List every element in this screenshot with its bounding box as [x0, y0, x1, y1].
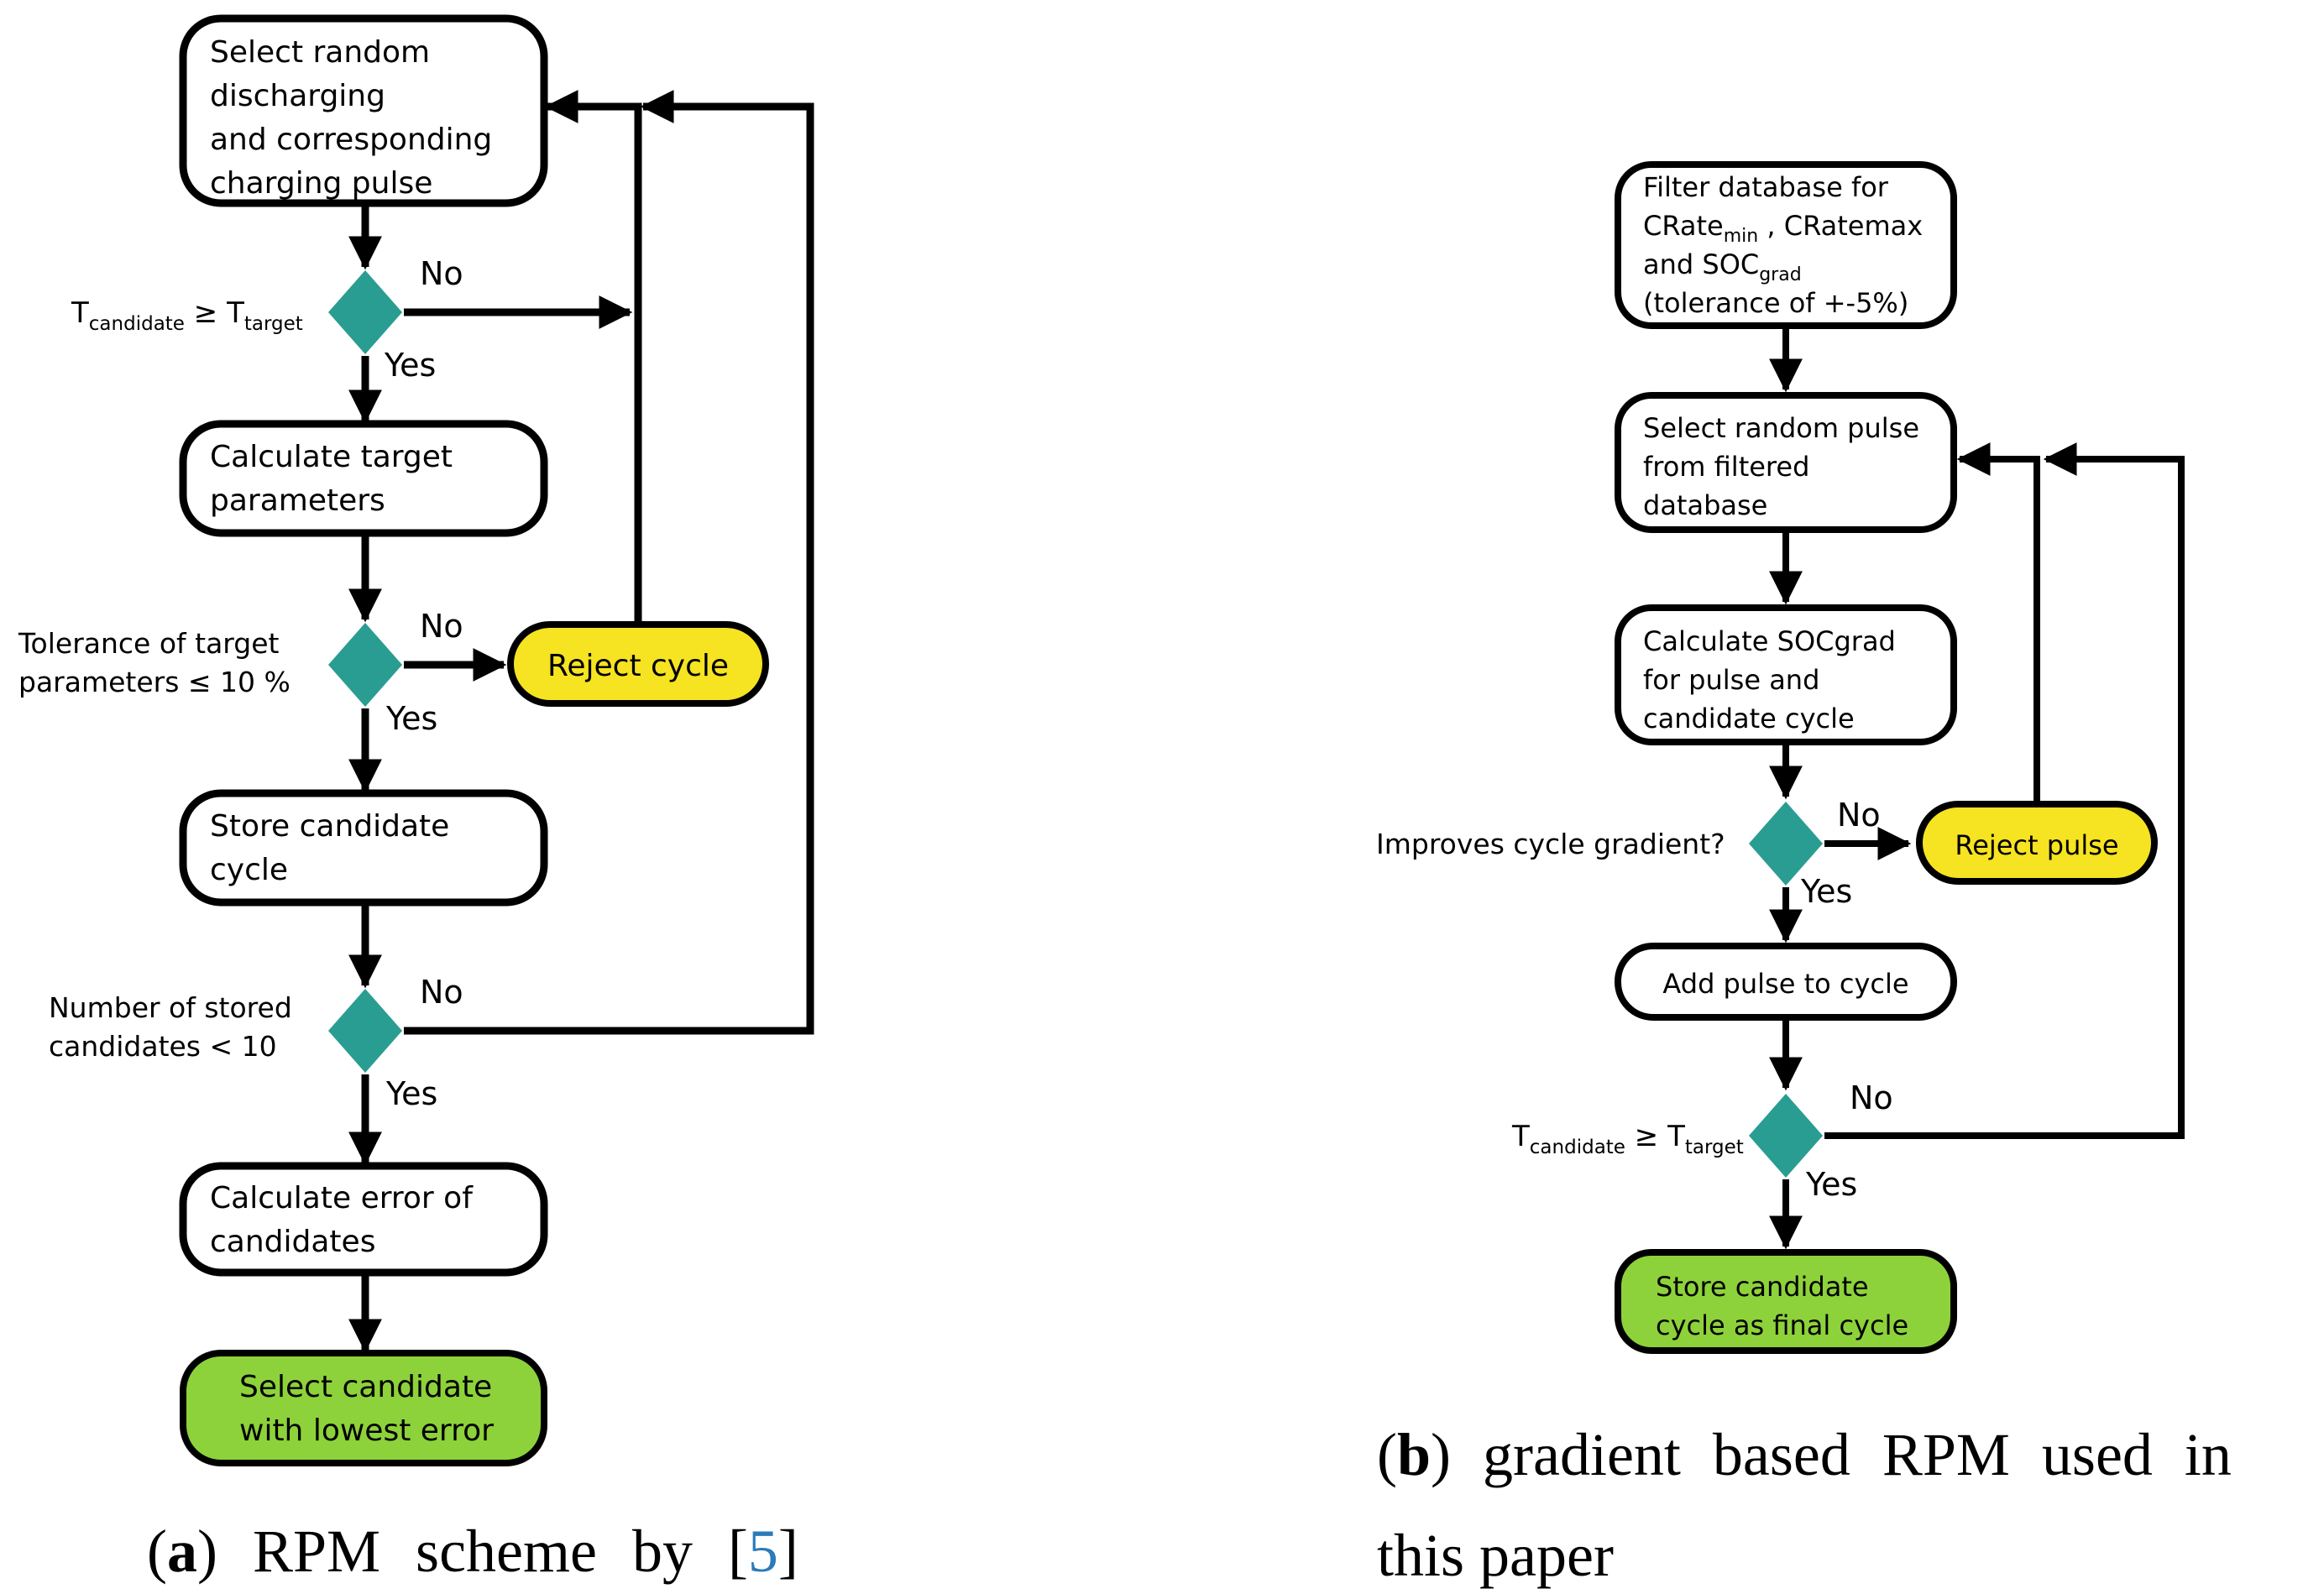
- decision-tolerance: [328, 623, 402, 707]
- node-calculate-socgrad: [1615, 604, 1957, 745]
- node-store-final-cycle-label: Store candidate cycle as final cycle: [1656, 1271, 1908, 1341]
- edge-label-yes: Yes: [384, 347, 436, 384]
- node-select-lowest-error-label: Select candidate with lowest error: [239, 1370, 502, 1448]
- caption-b-line1: (b) gradient based RPM used in: [1377, 1421, 2232, 1488]
- caption-a: (a) RPM scheme by [5]: [147, 1518, 798, 1585]
- flowchart-a: Select random discharging and correspond…: [18, 14, 814, 1585]
- node-calculate-target-parameters: [179, 420, 548, 537]
- decision-tolerance-label: Tolerance of target parameters ≤ 10 %: [18, 627, 290, 698]
- decision-temp-reached: [328, 270, 402, 354]
- edge-label-no: No: [420, 608, 463, 645]
- decision-stored-count-label: Number of stored candidates < 10: [49, 991, 301, 1063]
- decision-stored-count: [328, 989, 402, 1073]
- node-add-pulse-label: Add pulse to cycle: [1662, 968, 1908, 1000]
- decision-temp-reached-b-label: Tcandidate ≥ Ttarget: [1511, 1120, 1744, 1158]
- caption-b-line2: this paper: [1377, 1522, 1614, 1589]
- node-filter-database-label: Filter database for CRatemin , CRatemax …: [1643, 171, 1931, 319]
- node-select-random-pulse-b: [1615, 392, 1957, 533]
- node-store-candidate-cycle-label: Store candidate cycle: [210, 809, 459, 887]
- node-reject-cycle: [507, 621, 769, 707]
- edge-label-yes: Yes: [1805, 1166, 1857, 1203]
- node-calculate-error-label: Calculate error of candidates: [210, 1181, 482, 1259]
- citation-5-link[interactable]: 5: [748, 1518, 778, 1585]
- edge-stored-count-no-loop: [404, 90, 814, 1035]
- edge-label-no: No: [1850, 1079, 1893, 1116]
- node-store-final-cycle: [1615, 1249, 1957, 1354]
- node-filter-database: [1615, 161, 1957, 329]
- edge-reject-cycle-loop: [544, 90, 642, 625]
- edge-reject-pulse-loop: [1956, 442, 2040, 804]
- edge-temp-no-loop: [1824, 442, 2185, 1139]
- node-calculate-target-parameters-label: Calculate target parameters: [210, 440, 463, 518]
- edge-label-no: No: [1837, 797, 1881, 834]
- edge-label-yes: Yes: [1800, 873, 1852, 910]
- decision-improves-gradient: [1749, 802, 1823, 886]
- node-select-random-pulse-b-label: Select random pulse from filtered databa…: [1643, 412, 1928, 521]
- edge-label-yes: Yes: [385, 700, 437, 737]
- node-calculate-error: [179, 1162, 548, 1277]
- node-calculate-socgrad-label: Calculate SOCgrad for pulse and candidat…: [1643, 625, 1904, 734]
- node-add-pulse: [1615, 943, 1957, 1021]
- edge-label-yes: Yes: [385, 1075, 437, 1112]
- edge-label-no: No: [420, 255, 463, 292]
- decision-temp-reached-b: [1749, 1094, 1823, 1178]
- node-store-candidate-cycle: [179, 789, 548, 907]
- node-select-lowest-error: [180, 1350, 547, 1466]
- node-select-random-pulse-label: Select random discharging and correspond…: [210, 35, 502, 201]
- edge-label-no: No: [420, 974, 463, 1011]
- node-reject-pulse: [1916, 801, 2158, 885]
- decision-improves-gradient-label: Improves cycle gradient?: [1376, 828, 1725, 860]
- node-reject-cycle-label: Reject cycle: [547, 649, 729, 683]
- node-reject-pulse-label: Reject pulse: [1955, 829, 2118, 861]
- decision-temp-reached-label: Tcandidate ≥ Ttarget: [71, 296, 303, 335]
- flowchart-b: Filter database for CRatemin , CRatemax …: [1376, 161, 2232, 1589]
